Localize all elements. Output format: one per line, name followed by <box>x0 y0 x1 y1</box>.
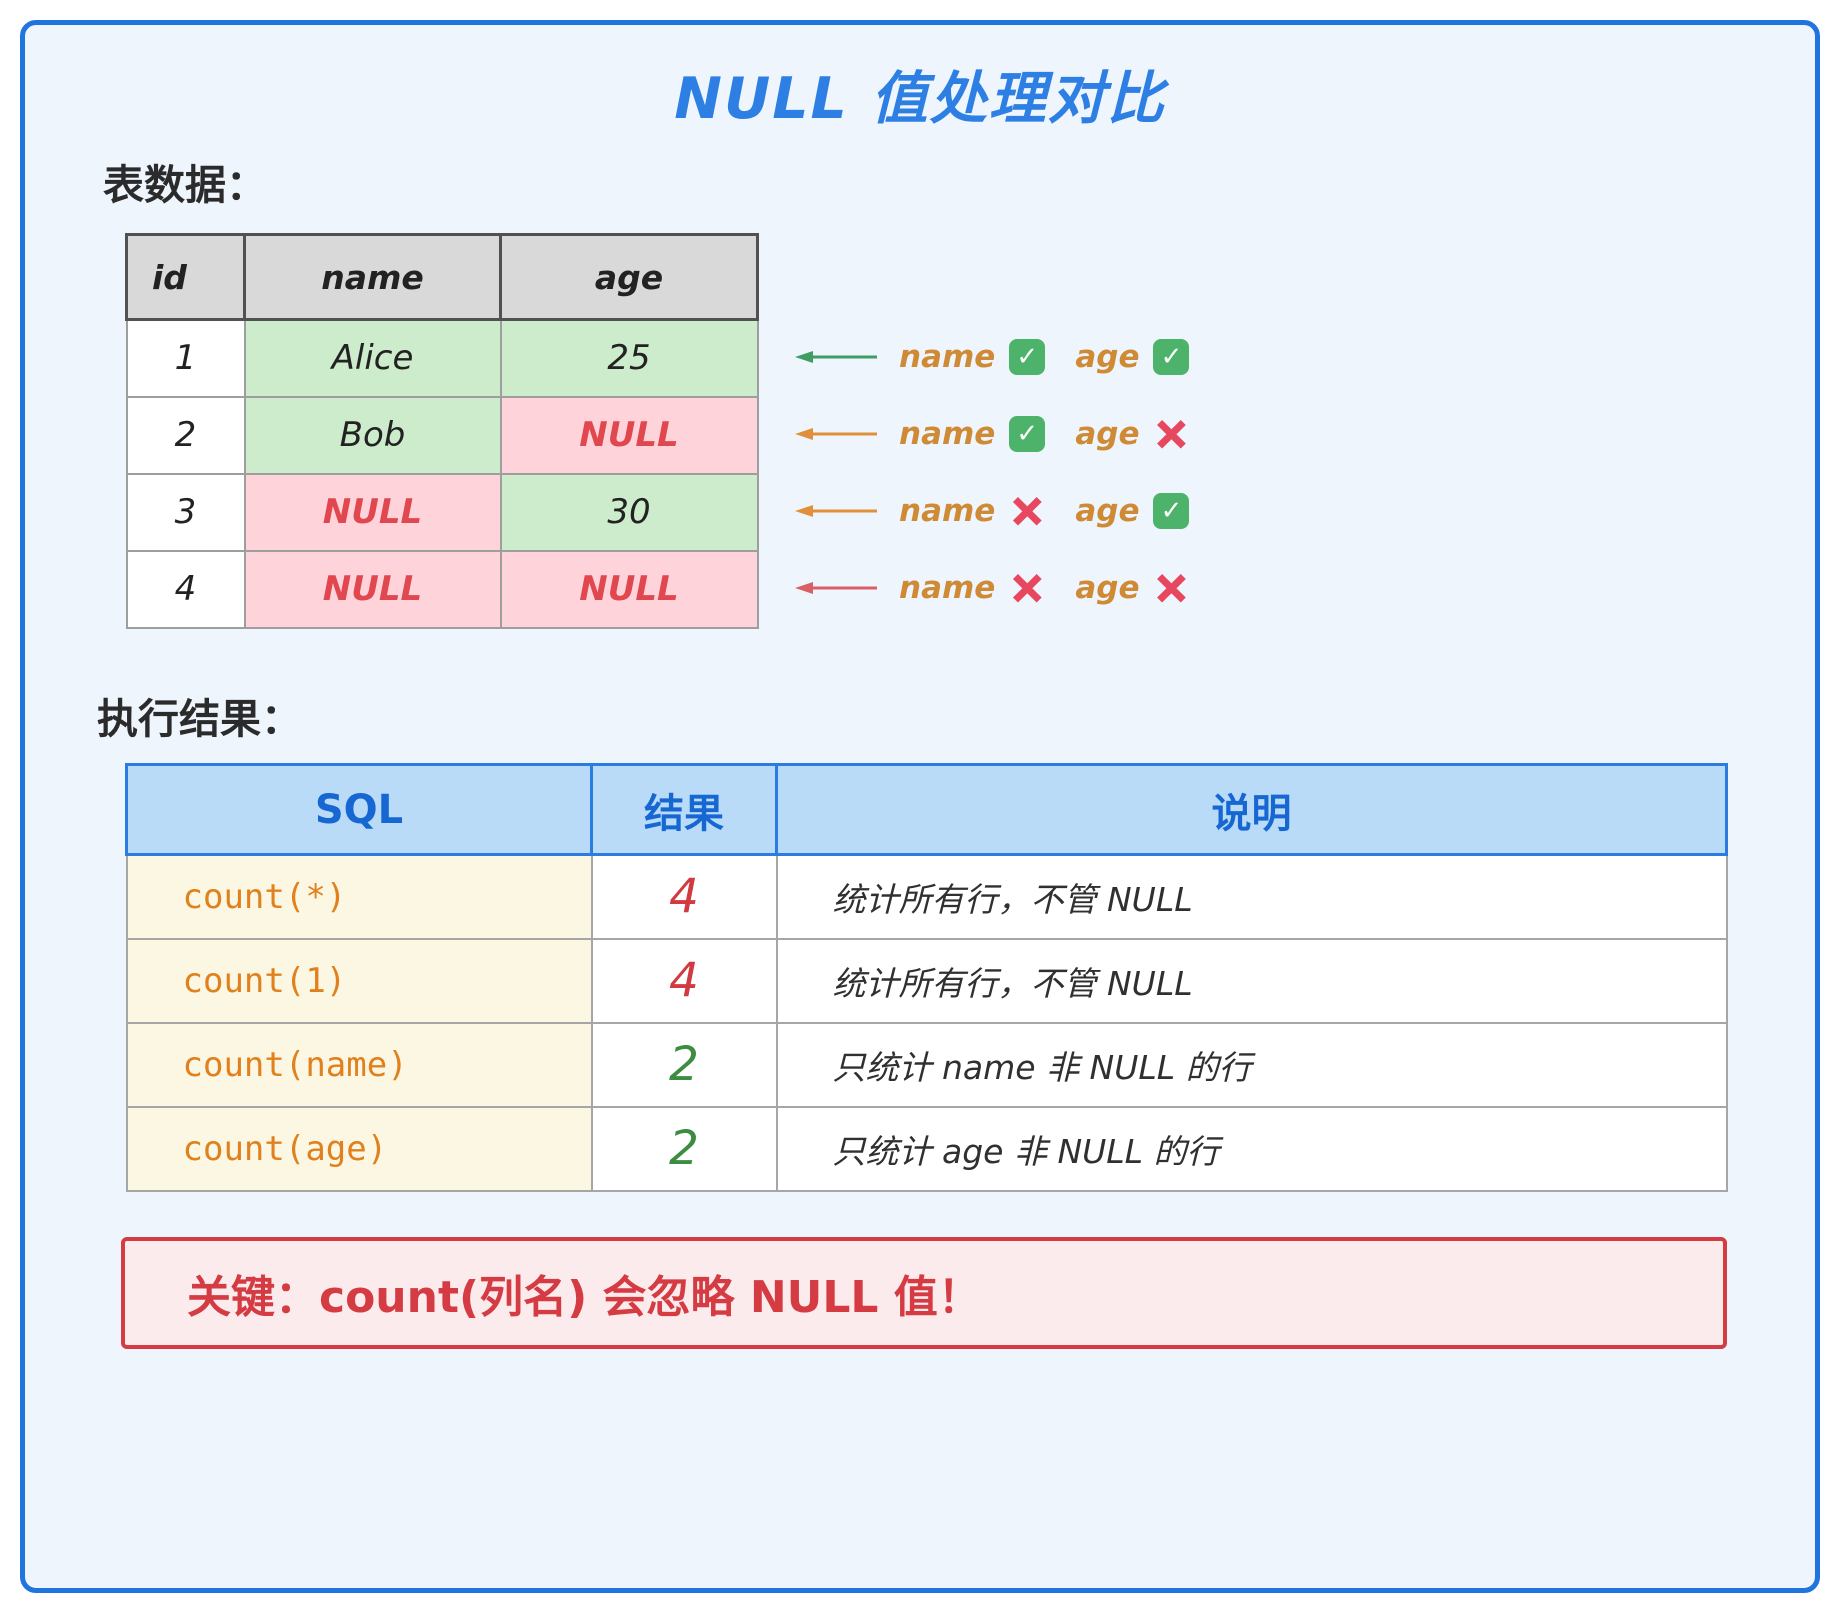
results-label: 执行结果： <box>97 695 302 743</box>
check-icon: ✓ <box>1153 338 1190 375</box>
results-row: count(age) 2 只统计 age 非 NULL 的行 <box>125 1105 1728 1192</box>
age-cell: NULL <box>499 549 759 629</box>
check-icon: ✓ <box>1009 338 1046 375</box>
id-cell: 2 <box>125 395 246 475</box>
left-arrow-icon <box>793 348 877 366</box>
desc-cell: 只统计 age 非 NULL 的行 <box>775 1105 1728 1192</box>
age-annotation-label: age <box>1075 415 1140 452</box>
age-annotation-label: age <box>1075 338 1140 375</box>
name-cell: NULL <box>243 549 502 629</box>
row-annotations: name ✓ age ✓ name ✓ age × name × age ✓ <box>793 318 1191 626</box>
results-header-row: SQL 结果 说明 <box>125 763 1728 856</box>
table-row: 3 NULL 30 <box>125 472 759 552</box>
desc-cell: 统计所有行，不管 NULL <box>775 937 1728 1024</box>
results-table: SQL 结果 说明 count(*) 4 统计所有行，不管 NULL count… <box>125 763 1728 1192</box>
desc-cell: 统计所有行，不管 NULL <box>775 853 1728 940</box>
age-cell: 30 <box>499 472 759 552</box>
data-table-header-age: age <box>499 233 759 321</box>
table-row: 4 NULL NULL <box>125 549 759 629</box>
name-cell: NULL <box>243 472 502 552</box>
id-cell: 3 <box>125 472 246 552</box>
results-header-sql: SQL <box>125 763 593 856</box>
desc-cell: 只统计 name 非 NULL 的行 <box>775 1021 1728 1108</box>
left-arrow-icon <box>793 579 877 597</box>
table-row: 1 Alice 25 <box>125 318 759 398</box>
id-cell: 4 <box>125 549 246 629</box>
data-table: id name age 1 Alice 25 2 Bob NULL 3 NULL… <box>125 233 759 629</box>
result-cell: 2 <box>590 1021 778 1108</box>
name-annotation-label: name <box>899 415 996 452</box>
check-icon: ✓ <box>1153 492 1190 529</box>
name-annotation-label: name <box>899 569 996 606</box>
cross-icon: × <box>1152 407 1191 459</box>
annotation-row-3: name × age ✓ <box>793 472 1190 549</box>
table-data-label: 表数据： <box>103 161 267 209</box>
diagram-frame: NULL 值处理对比 表数据： id name age 1 Alice 25 2… <box>20 20 1820 1593</box>
sql-cell: count(name) <box>125 1021 593 1108</box>
results-header-desc: 说明 <box>775 763 1728 856</box>
name-annotation-label: name <box>899 492 996 529</box>
results-row: count(name) 2 只统计 name 非 NULL 的行 <box>125 1021 1728 1108</box>
age-annotation-label: age <box>1075 492 1140 529</box>
page-title: NULL 值处理对比 <box>674 66 1166 132</box>
results-row: count(*) 4 统计所有行，不管 NULL <box>125 853 1728 940</box>
table-row: 2 Bob NULL <box>125 395 759 475</box>
name-cell: Bob <box>243 395 502 475</box>
sql-cell: count(1) <box>125 937 593 1024</box>
age-cell: NULL <box>499 395 759 475</box>
result-cell: 4 <box>590 853 778 940</box>
left-arrow-icon <box>793 502 877 520</box>
annotation-row-1: name ✓ age ✓ <box>793 318 1190 395</box>
data-table-header-row: id name age <box>125 233 759 321</box>
sql-cell: count(age) <box>125 1105 593 1192</box>
cross-icon: × <box>1008 561 1047 613</box>
cross-icon: × <box>1152 561 1191 613</box>
left-arrow-icon <box>793 425 877 443</box>
key-note: 关键：count(列名) 会忽略 NULL 值！ <box>121 1237 1727 1349</box>
cross-icon: × <box>1008 484 1047 536</box>
data-table-header-id: id <box>125 233 246 321</box>
age-cell: 25 <box>499 318 759 398</box>
age-annotation-label: age <box>1075 569 1140 606</box>
results-header-result: 结果 <box>590 763 778 856</box>
id-cell: 1 <box>125 318 246 398</box>
annotation-row-4: name × age × <box>793 549 1191 626</box>
data-table-header-name: name <box>243 233 502 321</box>
result-cell: 4 <box>590 937 778 1024</box>
result-cell: 2 <box>590 1105 778 1192</box>
check-icon: ✓ <box>1009 415 1046 452</box>
key-note-text: 关键：count(列名) 会忽略 NULL 值！ <box>187 1272 982 1323</box>
annotation-row-2: name ✓ age × <box>793 395 1191 472</box>
name-annotation-label: name <box>899 338 996 375</box>
name-cell: Alice <box>243 318 502 398</box>
sql-cell: count(*) <box>125 853 593 940</box>
results-row: count(1) 4 统计所有行，不管 NULL <box>125 937 1728 1024</box>
